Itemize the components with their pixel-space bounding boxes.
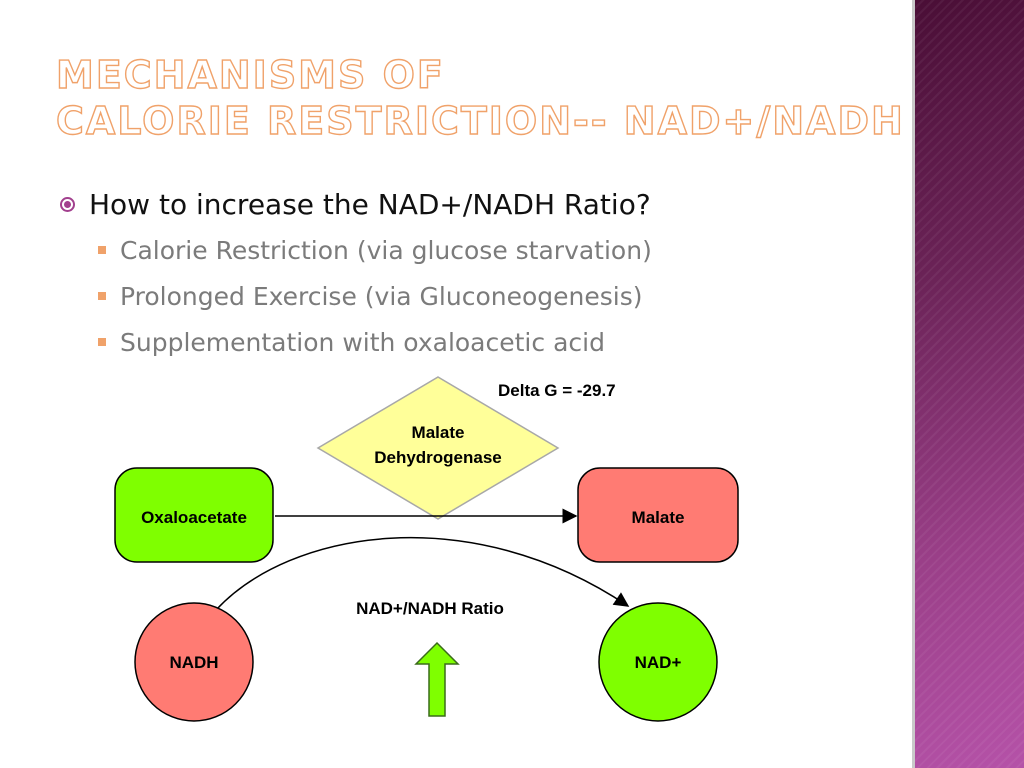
circle-bullet-icon <box>60 197 75 212</box>
nadh-circle <box>134 602 254 722</box>
cofactor-arc-arrow <box>215 536 630 611</box>
enzyme-diamond <box>316 376 560 520</box>
nad-plus-circle <box>598 602 718 722</box>
sub-bullet-2-text: Prolonged Exercise (via Gluconeogenesis) <box>120 281 643 311</box>
sub-bullet-group: Calorie Restriction (via glucose starvat… <box>60 233 652 359</box>
title-line-2: Calorie Restriction-- NAD+/NADH <box>55 98 905 143</box>
oxaloacetate-label: Oxaloacetate <box>141 508 247 527</box>
enzyme-label-line-1: Malate <box>412 423 465 442</box>
up-arrow-icon <box>414 641 460 717</box>
delta-g-label: Delta G = -29.7 <box>498 381 616 400</box>
ratio-label: NAD+/NADH Ratio <box>356 599 504 618</box>
square-bullet-icon <box>98 292 106 300</box>
oxaloacetate-box <box>114 467 274 563</box>
enzyme-label-line-2: Dehydrogenase <box>374 448 502 467</box>
nad-plus-label: NAD+ <box>635 653 682 672</box>
side-band-edge <box>912 0 915 768</box>
reaction-diagram: Malate Dehydrogenase Delta G = -29.7 Oxa… <box>114 376 739 722</box>
sub-bullet-3: Supplementation with oxaloacetic acid <box>98 325 652 359</box>
sub-bullet-3-text: Supplementation with oxaloacetic acid <box>120 327 605 357</box>
bullet-main: How to increase the NAD+/NADH Ratio? <box>60 188 652 221</box>
sub-bullet-2: Prolonged Exercise (via Gluconeogenesis) <box>98 279 652 313</box>
malate-box <box>577 467 739 563</box>
decorative-side-band <box>912 0 1024 768</box>
malate-label: Malate <box>632 508 685 527</box>
square-bullet-icon <box>98 338 106 346</box>
sub-bullet-1: Calorie Restriction (via glucose starvat… <box>98 233 652 267</box>
bullet-main-text: How to increase the NAD+/NADH Ratio? <box>89 188 651 221</box>
sub-bullet-1-text: Calorie Restriction (via glucose starvat… <box>120 235 652 265</box>
slide-title: Mechanisms of Calorie Restriction-- NAD+… <box>55 52 905 144</box>
nadh-label: NADH <box>169 653 218 672</box>
side-band-pattern <box>912 0 1024 768</box>
sub-bullet-list: Calorie Restriction (via glucose starvat… <box>60 233 652 359</box>
title-line-1: Mechanisms of <box>55 52 445 97</box>
bullet-list: How to increase the NAD+/NADH Ratio? Cal… <box>60 188 652 359</box>
square-bullet-icon <box>98 246 106 254</box>
